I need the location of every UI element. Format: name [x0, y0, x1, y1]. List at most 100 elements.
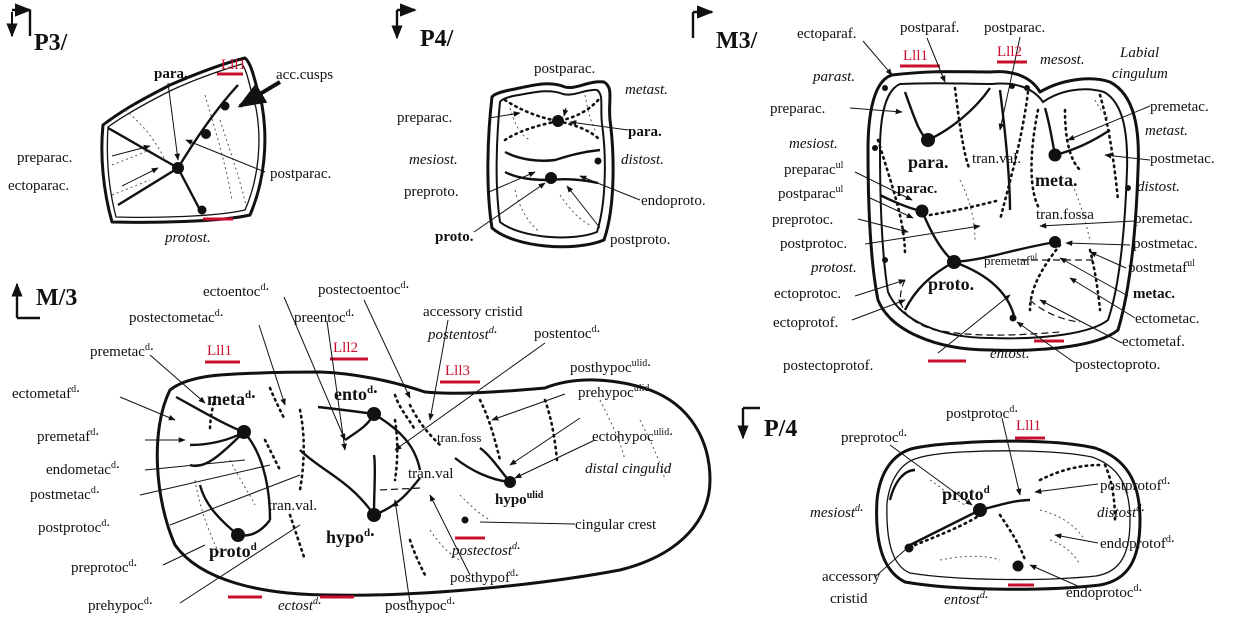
leader-preparac: [489, 113, 520, 118]
label-preparac: preparac.: [17, 150, 72, 166]
leader-cingular-crest: [480, 522, 575, 524]
label-postparaf: postparaf.: [900, 20, 960, 36]
label-posthypoc-ulid: posthypoculid.: [570, 354, 651, 376]
label-lll1: Lll1: [221, 57, 246, 73]
hypoconid-crest: [300, 407, 420, 515]
hypoconulid-cusp: [504, 476, 516, 488]
label-postproto: postproto.: [610, 232, 670, 248]
label-lll2: Lll2: [997, 44, 1022, 60]
label-parast: parast.: [812, 69, 855, 85]
label-preprotoc: preprotocd.: [71, 554, 137, 576]
entostylid-cusp: [1013, 561, 1024, 572]
panel-m3: M3/: [693, 12, 1215, 374]
label-ectoprotoc: ectoprotoc.: [774, 286, 841, 302]
label-tran-val-2: tran.val.: [268, 498, 317, 514]
leader-endoprotoc: [1030, 565, 1080, 587]
leader-postmetac2: [1066, 243, 1130, 245]
label-postectometac: postectometacd.: [129, 304, 224, 326]
label-postparac: postparac.: [984, 20, 1045, 36]
label-mesost: mesost.: [1040, 52, 1085, 68]
panel-title: P3/: [34, 30, 68, 56]
label-protost: protost.: [164, 230, 211, 246]
protoconid-crest: [890, 470, 1030, 545]
paracone-cusp: [921, 133, 935, 147]
label-lll1: Lll1: [207, 343, 232, 359]
label-ectohypoc-ulid: ectohypoculid.: [592, 423, 673, 445]
leader-posthypoc-ulid: [492, 394, 565, 420]
fine-ridges: [510, 95, 595, 232]
label-cingular-crest: cingular crest: [575, 517, 657, 533]
leader-para: [168, 83, 178, 160]
protoconid-cusp: [231, 528, 245, 542]
leader-proto: [474, 183, 545, 232]
label-preparac: preparac.: [397, 110, 452, 126]
orientation-arrow-icon: [397, 10, 415, 36]
protostyle-cusp: [882, 257, 888, 263]
label-proto: protod: [209, 541, 257, 561]
dotted-crests: [915, 465, 1115, 560]
label-postprotof: postprotofd.: [1100, 472, 1170, 494]
leader-postproto: [567, 186, 600, 228]
leader-postparac: [564, 108, 566, 116]
ectoprotofossa-dashed: [900, 260, 1095, 335]
label-postparac: postparac.: [534, 61, 595, 77]
paracone-ridge: [108, 85, 238, 210]
label-tran-fossa: tran.fossa: [1036, 207, 1094, 223]
label-mesiost: mesiostd.: [810, 499, 864, 521]
label-postmetac: postmetac.: [1150, 151, 1215, 167]
label-mesiost: mesiost.: [789, 136, 838, 152]
label-hypo-ulid: hypoulid: [495, 490, 544, 508]
label-ectoentoc: ectoentocd.: [203, 278, 269, 300]
label-premetac2: premetac.: [1134, 211, 1193, 227]
tooth-inner-outline: [497, 90, 605, 238]
leader-prehypoc-ulid: [510, 418, 580, 465]
label-preproto: preproto.: [404, 184, 459, 200]
panel-p4: P4/ postparac. metast. preparac. para. m…: [397, 10, 706, 248]
label-postmetac2: postmetac.: [1133, 236, 1198, 252]
label-metac: metac.: [1133, 286, 1175, 302]
label-acc-cusps: acc.cusps: [276, 67, 333, 83]
label-proto: proto.: [435, 229, 474, 245]
label-para: para.: [628, 124, 662, 140]
label-postectoentoc: postectoentocd.: [318, 276, 409, 298]
protocone-cusp: [947, 255, 961, 269]
leader-posthypof: [430, 495, 470, 575]
leader-preparac: [850, 108, 902, 112]
orientation-arrow-icon: [12, 10, 30, 36]
label-tran-val: tran.val.: [972, 151, 1021, 167]
label-accessory-2: cristid: [830, 591, 868, 607]
mesostyle-cusp-2: [1024, 85, 1030, 91]
accessory-cusp-2: [221, 102, 230, 111]
label-lll3: Lll3: [445, 363, 470, 379]
label-endoprotoc: endoprotocd.: [1066, 579, 1142, 601]
label-preentoc: preentocd.: [294, 304, 354, 326]
label-para: para.: [908, 152, 949, 172]
label-postmetaf-ul: postmetaful: [1128, 258, 1195, 276]
metaconid-crest: [176, 397, 270, 536]
paraconule-cusp: [916, 205, 929, 218]
label-postparac: postparac.: [270, 166, 331, 182]
cingular-crest-cusp: [462, 517, 469, 524]
label-labial-cingulum-1: Labial: [1119, 45, 1159, 61]
label-ectoparaf: ectoparaf.: [797, 26, 857, 42]
label-distost: distost.: [1137, 179, 1180, 195]
protocone-cusp: [545, 172, 557, 184]
label-para: para.: [154, 66, 188, 82]
label-prehypoc: prehypocd.: [88, 592, 153, 614]
leader-ectoprotoc: [855, 280, 905, 296]
label-distost: distost.: [621, 152, 664, 168]
mesiostylid-cusp: [905, 544, 914, 553]
accessory-cusp-1: [201, 129, 211, 139]
label-distal-cingulid: distal cingulid: [585, 461, 672, 477]
distostyle-cusp: [595, 158, 602, 165]
label-postentost: postentostd.: [427, 321, 498, 343]
label-postprotoc: postprotoc.: [780, 236, 847, 252]
hypoconulid-crest: [455, 448, 510, 482]
label-hypo: hypod.: [326, 520, 375, 547]
metacone-cusp: [1049, 149, 1062, 162]
tooth-outline: [488, 82, 613, 247]
dotted-crests: [878, 88, 1118, 310]
label-ectometaf: ectometafd.: [12, 380, 80, 402]
transverse-ridge: [505, 150, 600, 161]
